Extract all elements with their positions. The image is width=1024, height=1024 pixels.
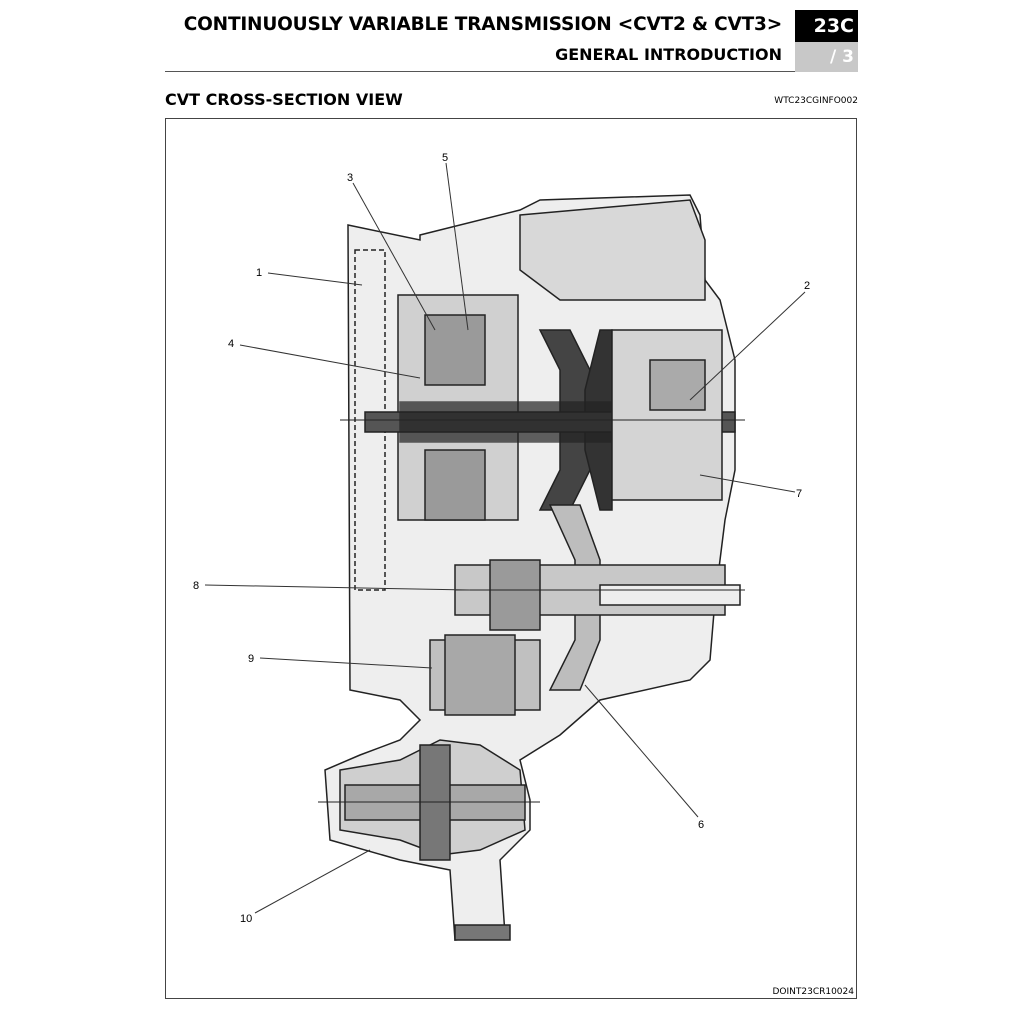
header-rule xyxy=(165,71,795,72)
callout-8: 8 xyxy=(193,580,199,592)
figure-frame xyxy=(165,118,857,999)
chapter-badge: 23C xyxy=(795,10,858,42)
callout-6: 6 xyxy=(698,819,704,831)
figure-code: DOINT23CR10024 xyxy=(772,987,854,997)
callout-9: 9 xyxy=(248,653,254,665)
callout-10: 10 xyxy=(240,913,252,925)
callout-5: 5 xyxy=(442,152,448,164)
section-heading: CVT CROSS-SECTION VIEW xyxy=(165,90,403,109)
callout-7: 7 xyxy=(796,488,802,500)
callout-3: 3 xyxy=(347,172,353,184)
document-title: CONTINUOUSLY VARIABLE TRANSMISSION <CVT2… xyxy=(183,14,782,35)
callout-4: 4 xyxy=(228,338,234,350)
section-code: WTC23CGINFO002 xyxy=(774,96,858,106)
callout-leaders xyxy=(204,162,806,914)
callout-1: 1 xyxy=(256,267,262,279)
page-number: / 3 xyxy=(795,42,858,72)
callout-2: 2 xyxy=(804,280,810,292)
document-subtitle: GENERAL INTRODUCTION xyxy=(555,45,782,64)
